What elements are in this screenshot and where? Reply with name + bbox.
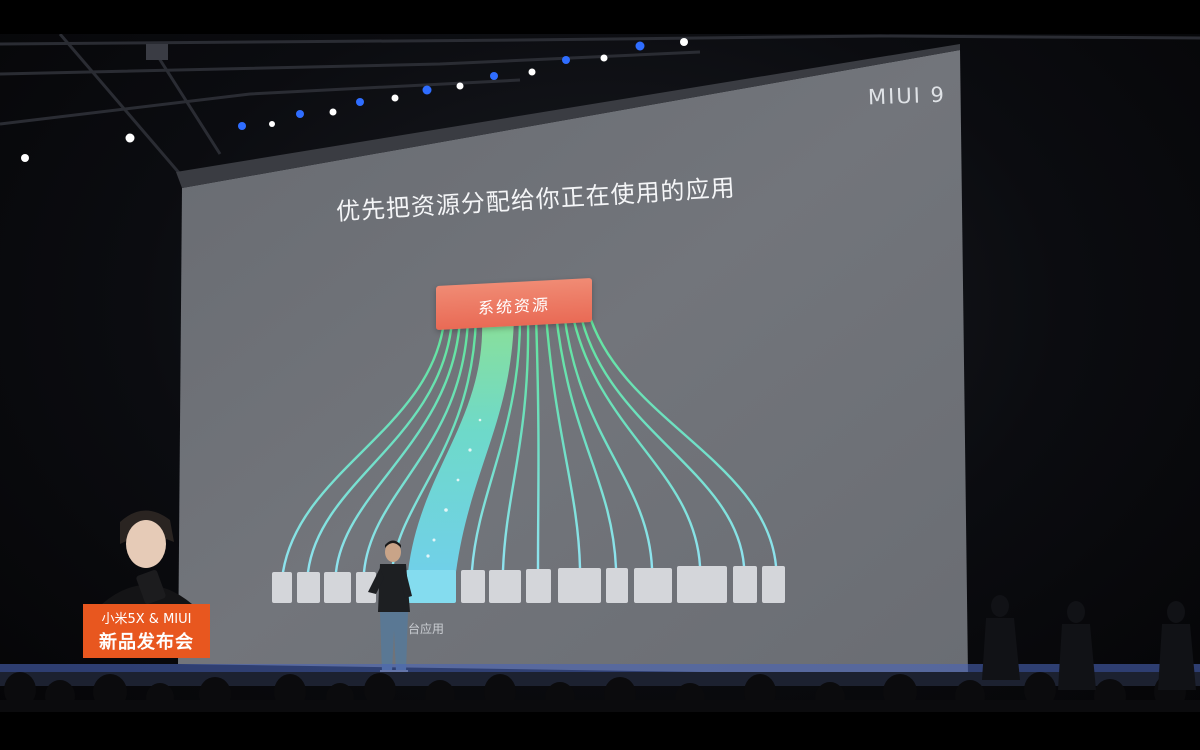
app-block-icon xyxy=(762,566,785,603)
spotlight-icon xyxy=(391,94,399,102)
sparkle xyxy=(432,538,436,542)
crew-body xyxy=(982,618,1020,680)
presenter-figure xyxy=(368,540,412,676)
spotlight-icon xyxy=(490,72,498,80)
sparkle xyxy=(426,554,430,558)
truss-fixture xyxy=(146,44,168,60)
spotlight-icon xyxy=(329,108,337,116)
crew-head xyxy=(1167,601,1185,623)
truss-structure xyxy=(0,34,1200,175)
standing-crew xyxy=(982,595,1196,690)
event-badge: 小米5X & MIUI 新品发布会 xyxy=(83,604,210,658)
flow-line xyxy=(281,320,446,574)
spotlight-icon xyxy=(296,110,304,118)
audience-head xyxy=(1024,672,1056,708)
spotlight-icon xyxy=(21,154,29,162)
crew-body xyxy=(1058,624,1096,690)
app-blocks xyxy=(272,566,785,603)
badge-line-1: 小米5X & MIUI xyxy=(101,612,192,627)
resource-flow-lines xyxy=(281,309,778,574)
crew-head xyxy=(1067,601,1085,623)
overlay-person-face xyxy=(126,520,166,568)
spotlight-icon xyxy=(269,121,275,127)
app-block-icon xyxy=(526,569,551,603)
active-app-label: 台应用 xyxy=(408,622,445,636)
flow-line xyxy=(362,318,470,574)
screen-top-edge xyxy=(176,44,960,188)
band-sparkles xyxy=(426,418,482,558)
presenter-arm xyxy=(400,568,412,598)
app-block-icon xyxy=(489,570,521,603)
flow-line xyxy=(306,320,454,574)
presenter-arm xyxy=(368,568,384,594)
app-block-icon xyxy=(606,568,628,603)
spotlight-icon xyxy=(680,38,688,46)
app-block-icon xyxy=(324,572,351,603)
sparkle xyxy=(456,478,460,482)
crew-body xyxy=(1158,624,1196,690)
audience-heads xyxy=(0,672,1200,714)
stage-edge-light xyxy=(0,664,1200,672)
stage-floor xyxy=(0,672,1200,686)
letterbox-top xyxy=(0,0,1200,34)
letterbox-bottom xyxy=(0,712,1200,750)
audience-head xyxy=(4,672,36,708)
badge-line-2: 新品发布会 xyxy=(99,632,194,653)
spotlight-icon xyxy=(600,54,608,62)
sparkle xyxy=(468,448,472,452)
spotlight-icon xyxy=(125,133,135,143)
spotlight-icon xyxy=(528,68,536,76)
overlay-phone-icon xyxy=(136,569,166,605)
spotlight-icon xyxy=(356,98,364,106)
app-block-icon xyxy=(356,572,376,603)
flow-line xyxy=(554,312,618,570)
active-app-flow-band xyxy=(408,316,514,572)
presenter-jeans xyxy=(380,612,408,672)
spotlight-icon xyxy=(422,85,432,95)
crew-head xyxy=(991,595,1009,617)
presenter-head xyxy=(385,542,401,562)
flow-line xyxy=(544,313,582,570)
flow-line xyxy=(578,310,746,568)
app-block-icon xyxy=(558,568,601,603)
sparkle xyxy=(444,508,448,512)
app-block-icon xyxy=(677,566,727,603)
sparkle xyxy=(478,418,482,422)
presenter-hair xyxy=(385,540,401,548)
app-block-icon xyxy=(297,572,320,603)
app-block-icon xyxy=(634,568,672,603)
flow-line xyxy=(334,318,462,574)
spotlight-icon xyxy=(562,56,570,64)
spotlight-icon xyxy=(635,41,645,51)
app-block-icon xyxy=(461,570,485,603)
spotlight-icon xyxy=(238,122,246,130)
flow-line xyxy=(501,315,530,572)
app-block-icon xyxy=(272,572,292,603)
flow-line xyxy=(562,311,654,570)
flow-line xyxy=(586,309,778,568)
ceiling-truss xyxy=(0,34,1200,175)
stage-lights xyxy=(21,38,688,162)
flow-line xyxy=(470,316,522,572)
app-block-icon xyxy=(733,566,757,603)
audience-row xyxy=(0,700,1200,712)
flow-line xyxy=(534,314,540,572)
active-app-block xyxy=(406,570,456,603)
audience-head xyxy=(364,673,396,707)
broadcast-overlay-figure xyxy=(100,510,194,606)
spotlight-icon xyxy=(456,82,464,90)
flow-line xyxy=(570,310,702,568)
